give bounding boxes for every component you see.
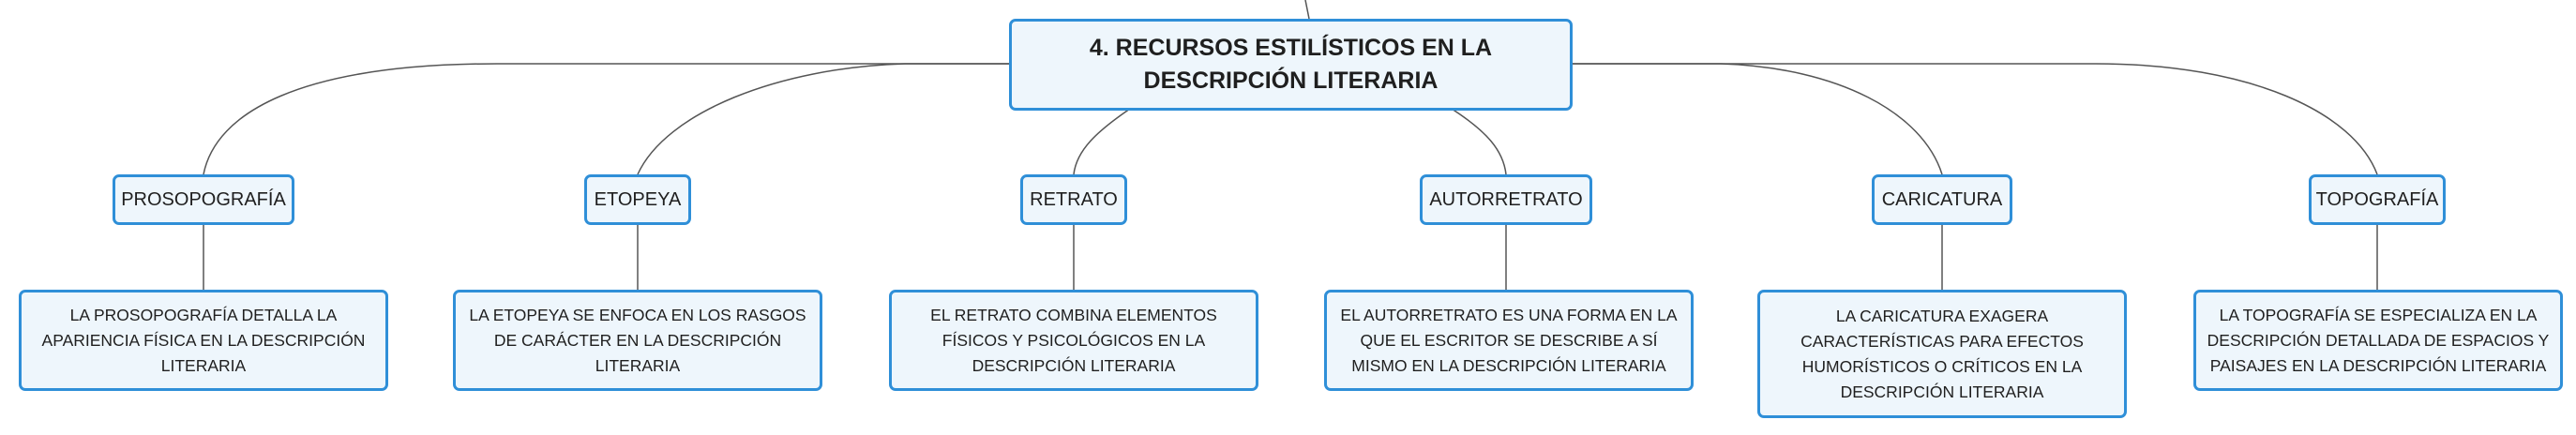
topic-retrato[interactable]: RETRATO bbox=[1020, 174, 1127, 225]
topic-label: ETOPEYA bbox=[594, 188, 682, 210]
description-text: EL RETRATO COMBINA ELEMENTOS FÍSICOS Y P… bbox=[930, 305, 1217, 375]
description-etopeya[interactable]: LA ETOPEYA SE ENFOCA EN LOS RASGOS DE CA… bbox=[453, 290, 822, 391]
description-text: LA ETOPEYA SE ENFOCA EN LOS RASGOS DE CA… bbox=[469, 305, 806, 375]
central-topic[interactable]: 4. RECURSOS ESTILÍSTICOS EN LA DESCRIPCI… bbox=[1009, 19, 1573, 111]
central-topic-label: 4. RECURSOS ESTILÍSTICOS EN LA DESCRIPCI… bbox=[1089, 35, 1493, 94]
description-text: LA CARICATURA EXAGERA CARACTERÍSTICAS PA… bbox=[1800, 306, 2084, 401]
topic-label: CARICATURA bbox=[1881, 188, 2003, 210]
connector-etopeya bbox=[637, 63, 1009, 175]
connector-caricatura bbox=[1573, 63, 1943, 175]
topic-label: AUTORRETRATO bbox=[1429, 188, 1583, 210]
connector-prosopografia bbox=[203, 63, 1009, 175]
description-caricatura[interactable]: LA CARICATURA EXAGERA CARACTERÍSTICAS PA… bbox=[1757, 290, 2127, 418]
description-retrato[interactable]: EL RETRATO COMBINA ELEMENTOS FÍSICOS Y P… bbox=[889, 290, 1258, 391]
connector-topografia bbox=[1573, 63, 2378, 175]
description-prosopografia[interactable]: LA PROSOPOGRAFÍA DETALLA LA APARIENCIA F… bbox=[19, 290, 388, 391]
connector-retrato bbox=[1073, 108, 1131, 175]
topic-topografia[interactable]: TOPOGRAFÍA bbox=[2309, 174, 2446, 225]
description-topografia[interactable]: LA TOPOGRAFÍA SE ESPECIALIZA EN LA DESCR… bbox=[2193, 290, 2563, 391]
topic-label: PROSOPOGRAFÍA bbox=[121, 188, 286, 210]
topic-etopeya[interactable]: ETOPEYA bbox=[584, 174, 691, 225]
connector-autorretrato bbox=[1451, 108, 1507, 175]
description-text: LA PROSOPOGRAFÍA DETALLA LA APARIENCIA F… bbox=[41, 305, 366, 375]
topic-autorretrato[interactable]: AUTORRETRATO bbox=[1420, 174, 1592, 225]
description-text: EL AUTORRETRATO ES UNA FORMA EN LA QUE E… bbox=[1340, 305, 1678, 375]
topic-prosopografia[interactable]: PROSOPOGRAFÍA bbox=[113, 174, 294, 225]
description-text: LA TOPOGRAFÍA SE ESPECIALIZA EN LA DESCR… bbox=[2207, 305, 2550, 375]
parent-connector bbox=[1304, 0, 1310, 20]
description-autorretrato[interactable]: EL AUTORRETRATO ES UNA FORMA EN LA QUE E… bbox=[1324, 290, 1694, 391]
topic-label: RETRATO bbox=[1030, 188, 1118, 210]
topic-caricatura[interactable]: CARICATURA bbox=[1872, 174, 2012, 225]
topic-label: TOPOGRAFÍA bbox=[2315, 188, 2439, 210]
